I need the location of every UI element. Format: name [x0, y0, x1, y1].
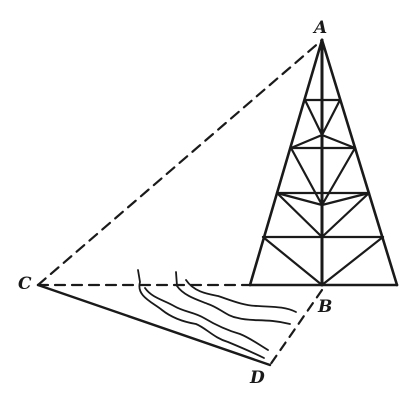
label-point-a: A	[314, 18, 328, 38]
tower-left-leg	[248, 38, 324, 287]
line-cd	[36, 283, 272, 367]
tower-horizontal-struts	[261, 98, 385, 239]
dashed-line-bd	[268, 288, 324, 367]
label-point-c: C	[18, 274, 32, 294]
tower-right-leg	[320, 38, 399, 287]
dashed-line-ca	[36, 38, 324, 287]
river-wavy-lines	[137, 269, 297, 359]
label-point-d: D	[250, 368, 265, 388]
label-point-b: B	[318, 297, 333, 317]
tower-diagonal-braces	[261, 98, 385, 287]
